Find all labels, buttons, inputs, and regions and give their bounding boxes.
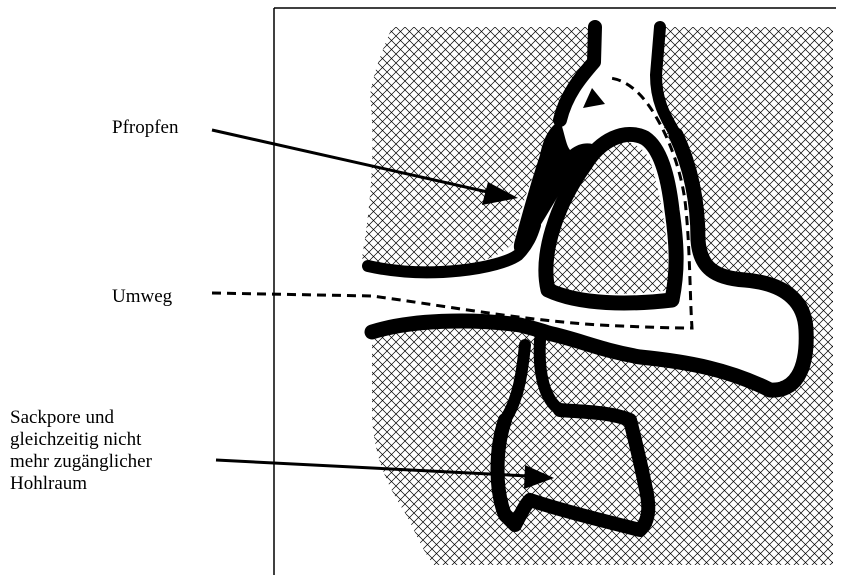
detour-arrowhead <box>583 88 605 108</box>
dead-end-pore-label: Sackpore und gleichzeitig nicht mehr zug… <box>10 407 152 495</box>
dead-end-pore-label-line-3: mehr zugänglicher <box>10 451 152 473</box>
dead-end-pore-label-line-2: gleichzeitig nicht <box>10 429 152 451</box>
detour-label: Umweg <box>112 286 172 308</box>
dead-end-pore-label-line-4: Hohlraum <box>10 473 152 495</box>
plug-label: Pfropfen <box>112 117 178 139</box>
dead-end-pore-label-line-1: Sackpore und <box>10 407 152 429</box>
